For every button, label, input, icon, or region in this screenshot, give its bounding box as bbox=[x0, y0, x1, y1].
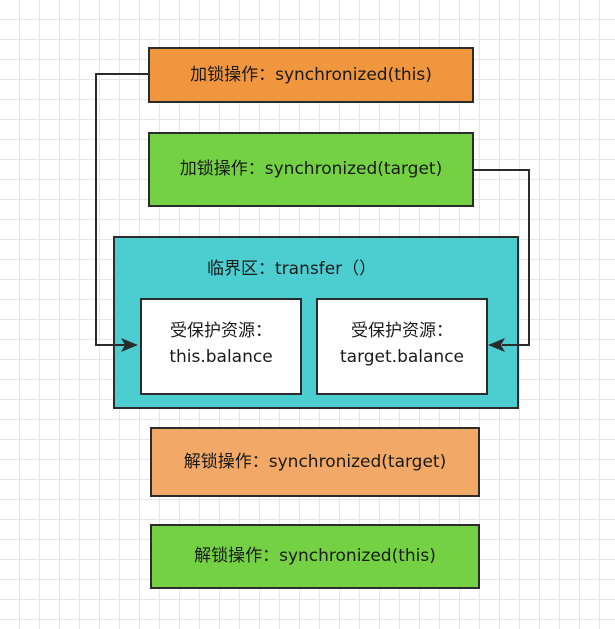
unlock-this-label: 解锁操作：synchronized(this) bbox=[194, 546, 436, 567]
resource-target-box: 受保护资源： target.balance bbox=[316, 298, 488, 395]
connector-lock-target-to-resource-target bbox=[474, 169, 530, 346]
lock-this-box: 加锁操作：synchronized(this) bbox=[148, 47, 474, 103]
lock-target-label: 加锁操作：synchronized(target) bbox=[179, 159, 443, 180]
connector-lock-this-to-resource-this bbox=[95, 73, 148, 346]
unlock-this-box: 解锁操作：synchronized(this) bbox=[150, 524, 480, 589]
resource-this-caption: 受保护资源： bbox=[170, 321, 272, 341]
arrowhead-resource-this bbox=[121, 338, 138, 352]
arrowhead-resource-target bbox=[488, 338, 505, 352]
unlock-target-box: 解锁操作：synchronized(target) bbox=[150, 427, 480, 497]
critical-section-box: 临界区：transfer（） 受保护资源： this.balance 受保护资源… bbox=[113, 236, 519, 409]
lock-target-box: 加锁操作：synchronized(target) bbox=[148, 132, 474, 207]
resource-this-name: this.balance bbox=[169, 347, 273, 368]
resource-target-name: target.balance bbox=[339, 347, 465, 368]
resource-this-box: 受保护资源： this.balance bbox=[140, 298, 302, 395]
resource-target-caption: 受保护资源： bbox=[351, 321, 453, 341]
unlock-target-label: 解锁操作：synchronized(target) bbox=[183, 451, 447, 472]
lock-this-label: 加锁操作：synchronized(this) bbox=[190, 64, 432, 85]
critical-section-title: 临界区：transfer（） bbox=[207, 259, 377, 279]
